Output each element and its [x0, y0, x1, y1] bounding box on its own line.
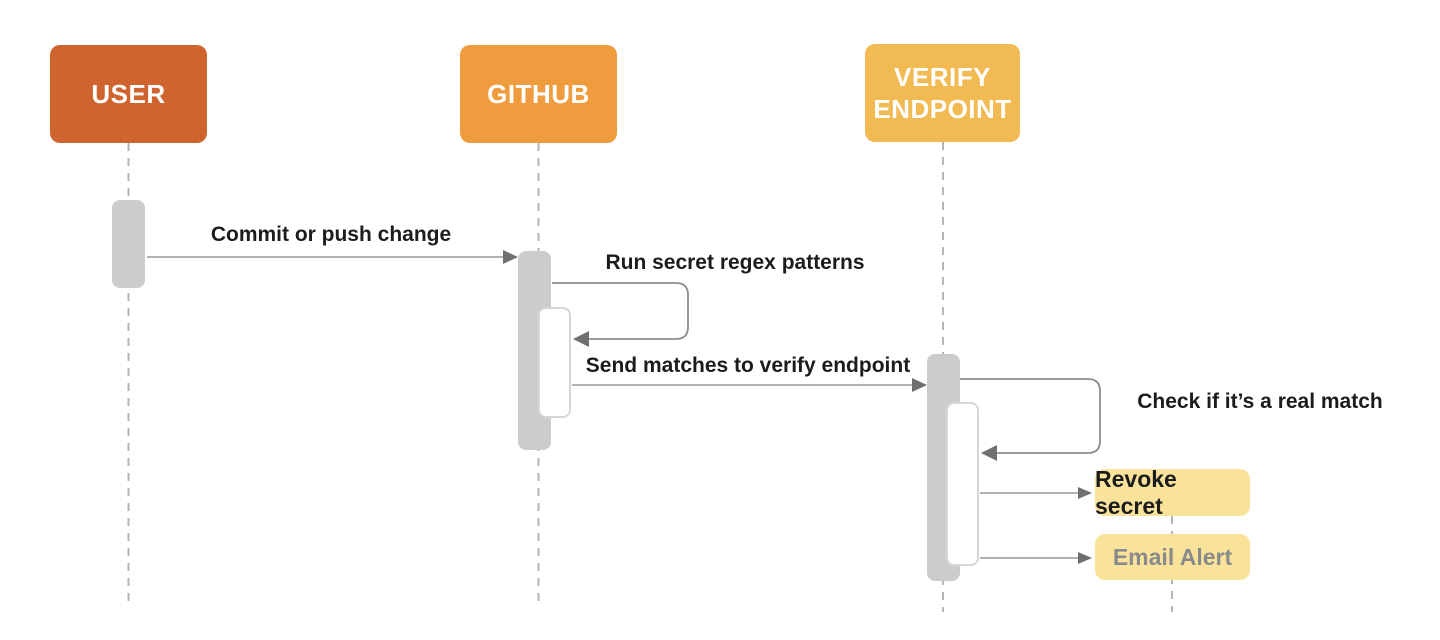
message-label-commit-or-push: Commit or push change: [210, 223, 452, 246]
activation-bar-user: [112, 200, 145, 288]
actor-label-user: USER: [91, 78, 166, 109]
actor-box-user: USER: [50, 45, 207, 143]
self-loop-check-match: [960, 378, 1101, 454]
actor-box-github: GITHUB: [460, 45, 617, 143]
actor-box-verify-endpoint: VERIFY ENDPOINT: [865, 44, 1020, 142]
note-label-revoke-secret: Revoke secret: [1095, 465, 1177, 519]
arrowhead-revoke-secret: [1078, 487, 1092, 499]
arrowhead-run-regex: [573, 331, 589, 347]
message-label-run-regex: Run secret regex patterns: [605, 251, 865, 274]
actor-label-github: GITHUB: [487, 78, 590, 109]
note-box-revoke-secret: Revoke secret: [1095, 466, 1250, 519]
activation-bar-github-nested: [538, 307, 571, 418]
note-box-email-alert: Email Alert: [1095, 534, 1250, 580]
arrowhead-send-matches: [912, 378, 927, 392]
arrowhead-commit-or-push: [503, 250, 518, 264]
actor-label-verify-endpoint: VERIFY ENDPOINT: [873, 61, 1012, 125]
message-label-check-match: Check if it’s a real match: [1137, 390, 1383, 413]
self-loop-run-regex: [552, 282, 689, 340]
note-label-email-alert: Email Alert: [1112, 543, 1233, 570]
message-label-send-matches: Send matches to verify endpoint: [585, 354, 911, 377]
activation-bar-verify-nested: [946, 402, 979, 566]
arrowhead-check-match: [981, 445, 997, 461]
arrowhead-email-alert: [1078, 552, 1092, 564]
